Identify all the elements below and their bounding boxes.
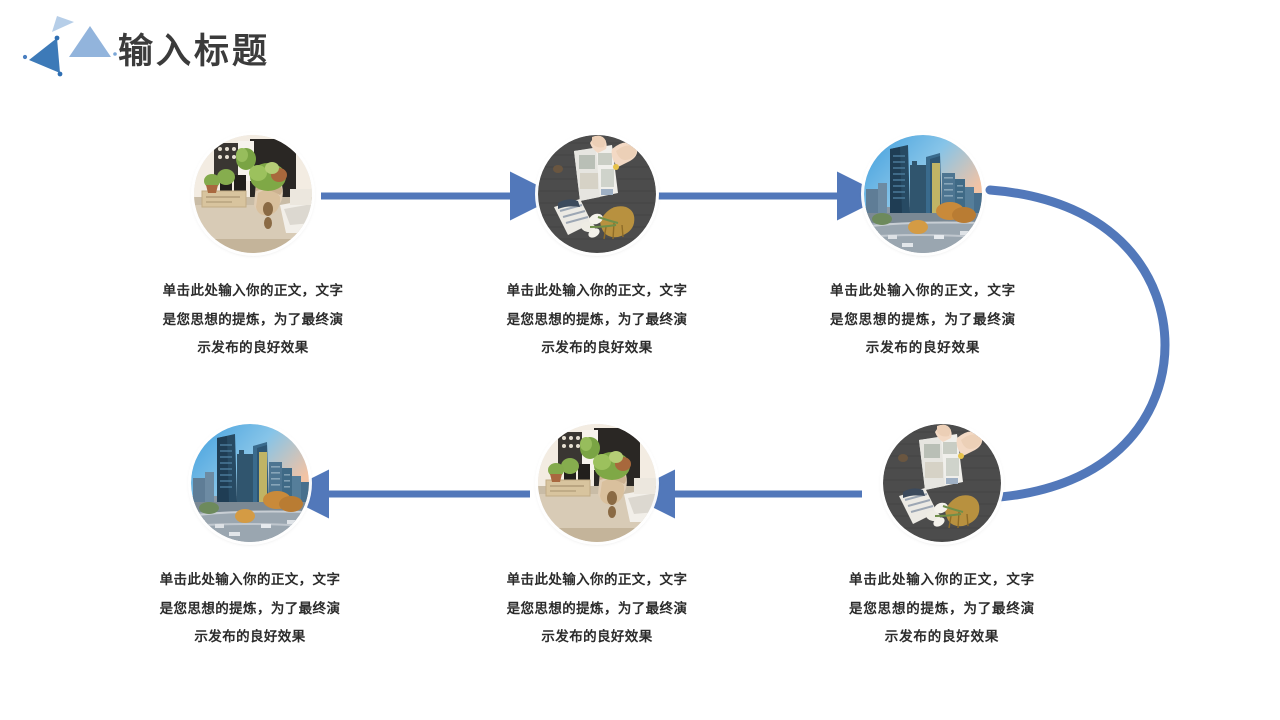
logo-triangle-dark: [29, 38, 60, 73]
caption-line: 是您思想的提炼，为了最终演: [159, 600, 341, 616]
logo-triangle-light: [52, 16, 74, 32]
logo-dot-a: [54, 35, 60, 41]
caption-line: 单击此处输入你的正文，文字: [162, 283, 344, 298]
node-2-image-circle[interactable]: [538, 135, 656, 253]
magazine-on-dark-table-photo: [883, 424, 1001, 542]
caption-line: 单击此处输入你的正文，文字: [849, 572, 1035, 587]
desk-plants-laptop-photo: [194, 135, 312, 253]
logo-dot-c: [22, 54, 28, 60]
logo-dot-d: [113, 52, 117, 56]
flow-node-6[interactable]: 单击此处输入你的正文，文字 是您思想的提炼，为了最终演 示发布的良好效果: [812, 424, 1072, 652]
flow-node-5[interactable]: 单击此处输入你的正文，文字 是您思想的提炼，为了最终演 示发布的良好效果: [467, 424, 727, 652]
logo-triangle-mid: [69, 26, 111, 57]
city-skyline-photo: [191, 424, 309, 542]
caption-line: 单击此处输入你的正文，文字: [159, 572, 341, 587]
flow-node-1[interactable]: 单击此处输入你的正文，文字 是您思想的提炼，为了最终演 示发布的良好效果: [123, 135, 383, 363]
page-title: 输入标题: [118, 32, 271, 71]
node-5-caption: 单击此处输入你的正文，文字 是您思想的提炼，为了最终演 示发布的良好效果: [467, 566, 727, 652]
caption-line: 是您思想的提炼，为了最终演: [162, 311, 344, 327]
caption-line: 示发布的良好效果: [194, 629, 306, 644]
caption-line: 是您思想的提炼，为了最终演: [506, 600, 688, 616]
node-4-caption: 单击此处输入你的正文，文字 是您思想的提炼，为了最终演 示发布的良好效果: [120, 566, 380, 652]
caption-line: 示发布的良好效果: [197, 340, 309, 355]
caption-line: 是您思想的提炼，为了最终演: [849, 600, 1035, 616]
node-3-image-circle[interactable]: [864, 135, 982, 253]
caption-line: 单击此处输入你的正文，文字: [830, 283, 1016, 298]
node-4-image-circle[interactable]: [191, 424, 309, 542]
node-3-caption: 单击此处输入你的正文，文字 是您思想的提炼，为了最终演 示发布的良好效果: [793, 277, 1053, 363]
node-5-image-circle[interactable]: [538, 424, 656, 542]
caption-line: 单击此处输入你的正文，文字: [506, 572, 688, 587]
node-1-image-circle[interactable]: [194, 135, 312, 253]
node-2-caption: 单击此处输入你的正文，文字 是您思想的提炼，为了最终演 示发布的良好效果: [467, 277, 727, 363]
triangle-logo: [12, 8, 122, 94]
caption-line: 示发布的良好效果: [541, 629, 653, 644]
caption-line: 示发布的良好效果: [865, 340, 981, 355]
caption-line: 示发布的良好效果: [541, 340, 653, 355]
caption-line: 是您思想的提炼，为了最终演: [506, 311, 688, 327]
city-skyline-photo: [864, 135, 982, 253]
flow-node-4[interactable]: 单击此处输入你的正文，文字 是您思想的提炼，为了最终演 示发布的良好效果: [120, 424, 380, 652]
desk-plants-laptop-photo: [538, 424, 656, 542]
node-6-image-circle[interactable]: [883, 424, 1001, 542]
caption-line: 示发布的良好效果: [884, 629, 1000, 644]
logo-dot-b: [57, 71, 63, 77]
slide-header: 输入标题: [0, 0, 1280, 110]
magazine-on-dark-table-photo: [538, 135, 656, 253]
node-1-caption: 单击此处输入你的正文，文字 是您思想的提炼，为了最终演 示发布的良好效果: [123, 277, 383, 363]
flow-node-2[interactable]: 单击此处输入你的正文，文字 是您思想的提炼，为了最终演 示发布的良好效果: [467, 135, 727, 363]
flow-node-3[interactable]: 单击此处输入你的正文，文字 是您思想的提炼，为了最终演 示发布的良好效果: [793, 135, 1053, 363]
caption-line: 是您思想的提炼，为了最终演: [830, 311, 1016, 327]
node-6-caption: 单击此处输入你的正文，文字 是您思想的提炼，为了最终演 示发布的良好效果: [812, 566, 1072, 652]
caption-line: 单击此处输入你的正文，文字: [506, 283, 688, 298]
